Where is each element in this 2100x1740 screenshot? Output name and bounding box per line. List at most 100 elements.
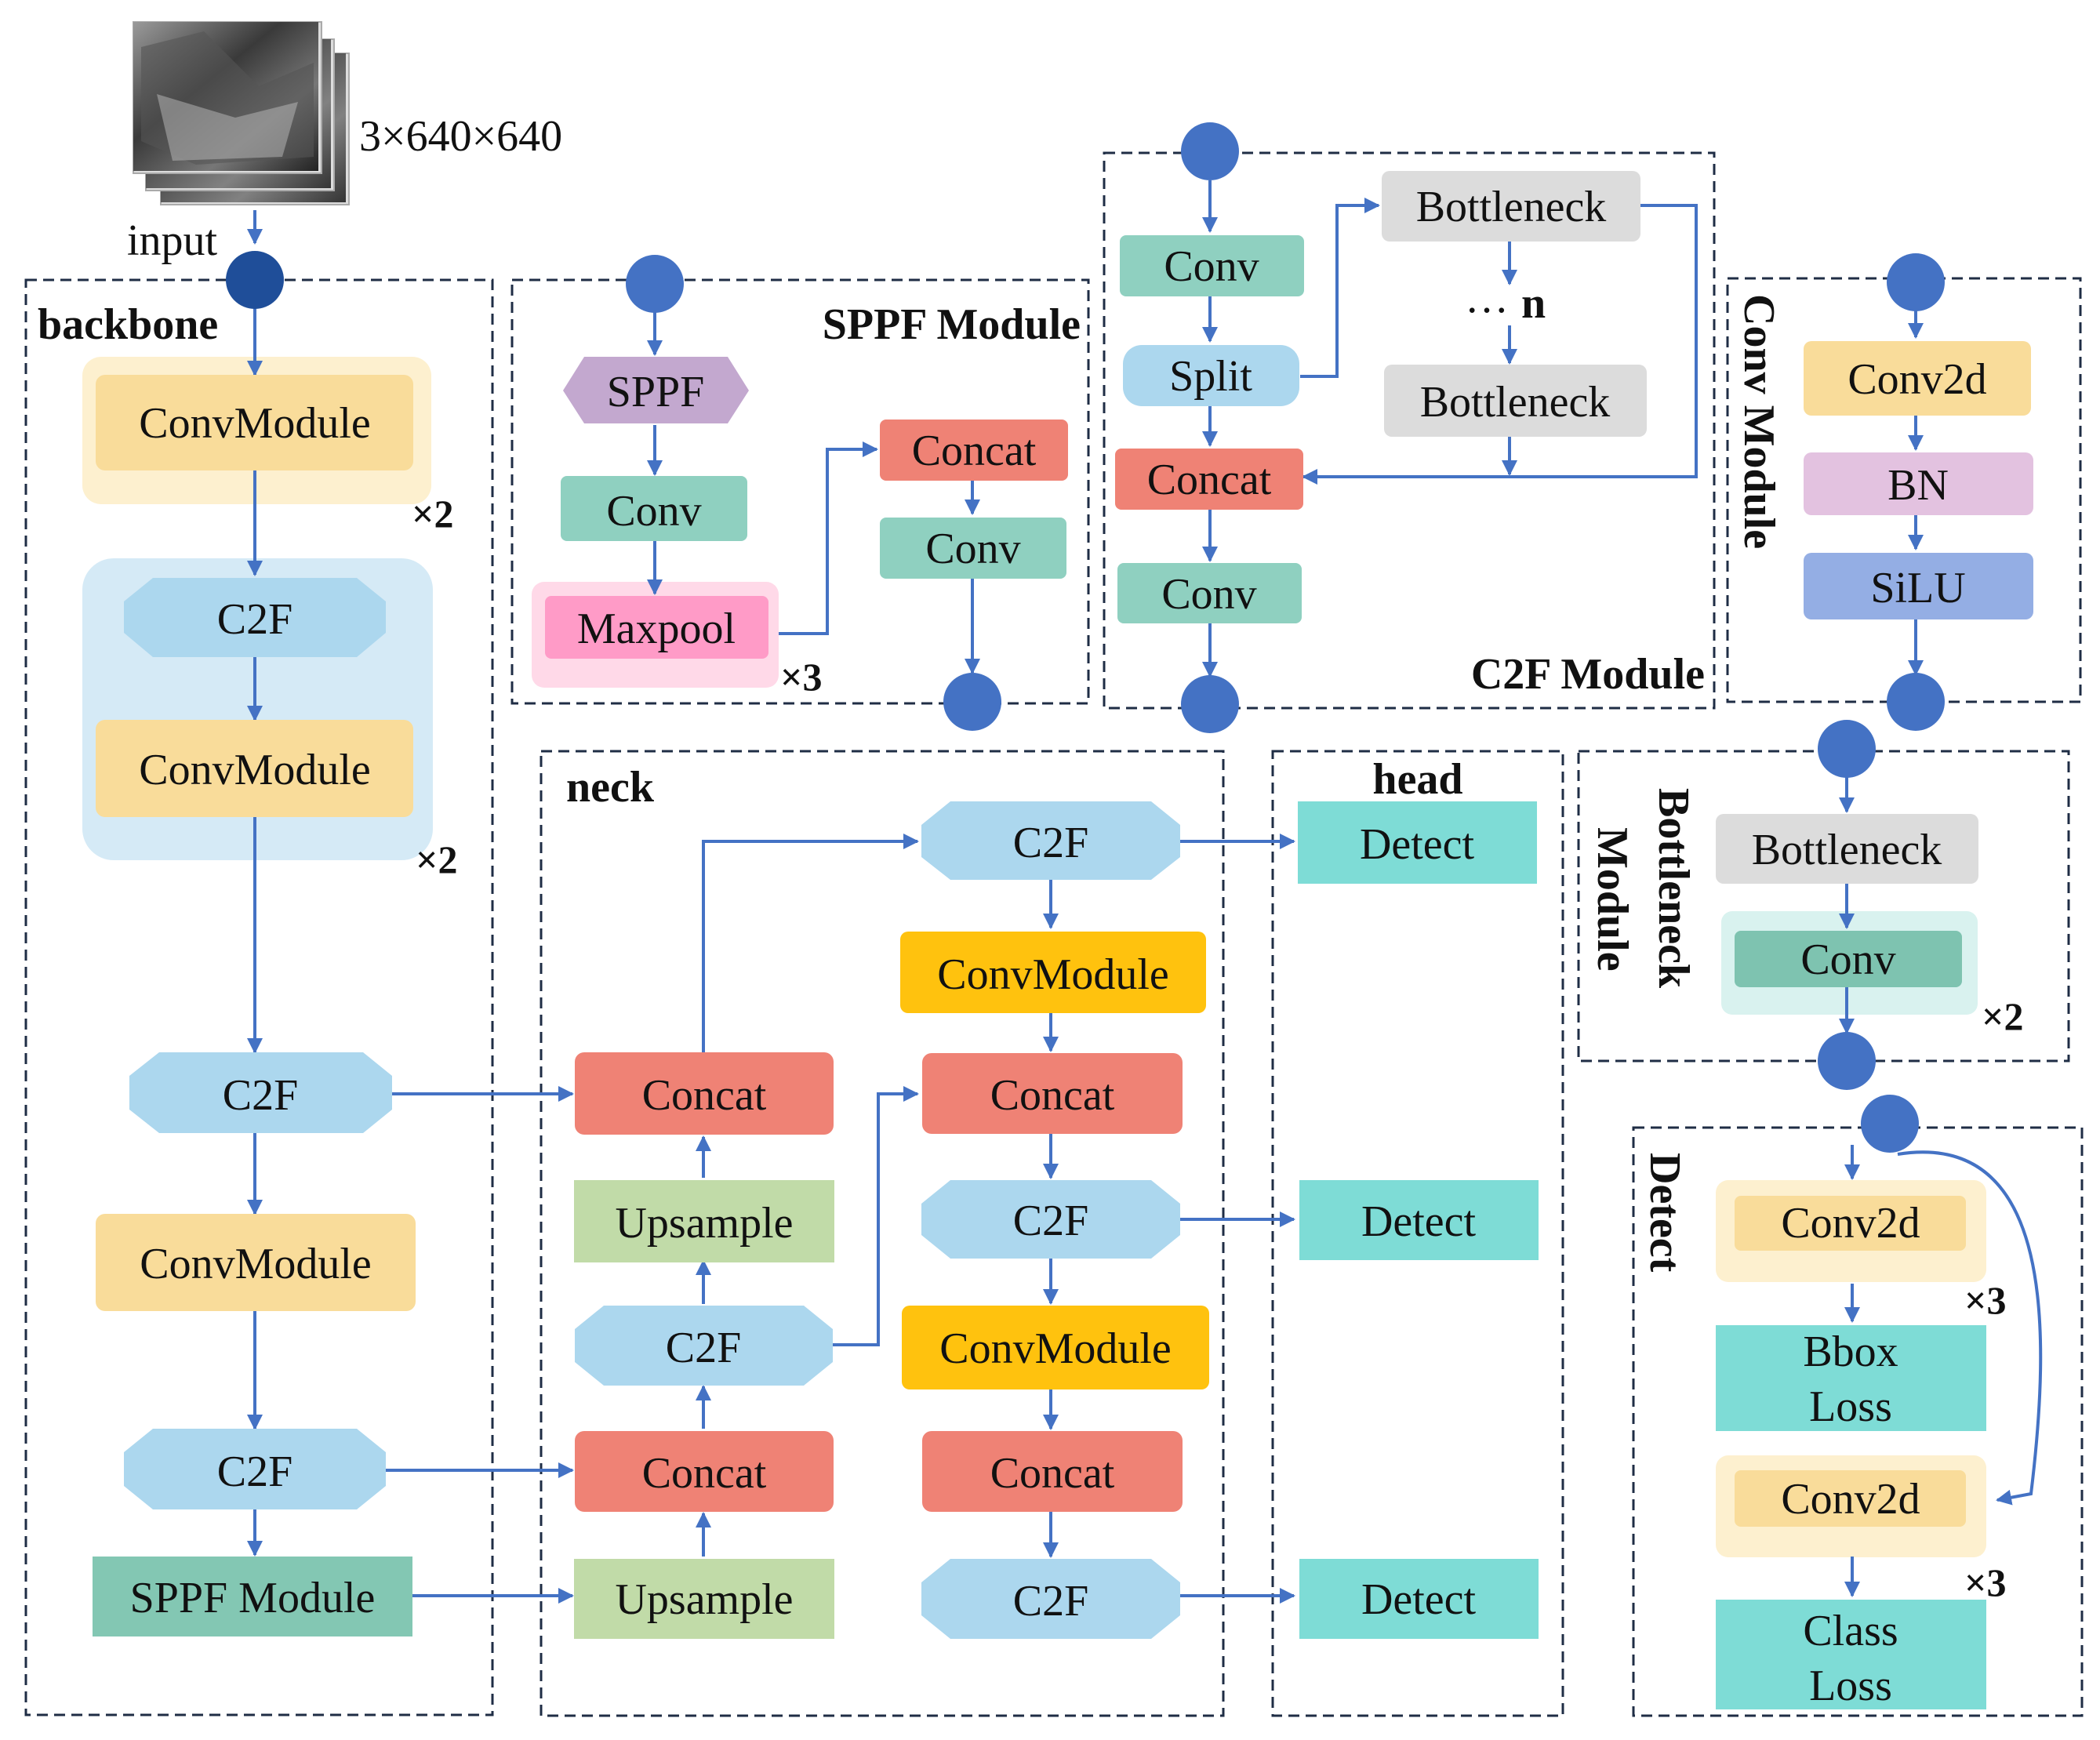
detect-class-loss-line2: Loss — [1809, 1662, 1892, 1710]
neck-upsample-2-block — [574, 1559, 834, 1639]
sppf-maxpool-label: Maxpool — [577, 605, 736, 653]
neck-conv-module-2-label: ConvModule — [939, 1324, 1172, 1373]
bottleneck-module-title-line2: Module — [1588, 827, 1637, 972]
sppf-module-title: SPPF Module — [823, 300, 1081, 349]
conv-module-silu-block — [1804, 553, 2033, 619]
backbone-conv-module-2-block — [96, 720, 413, 817]
input-image-stack — [133, 21, 350, 205]
neck-upsample-1-block — [574, 1180, 834, 1262]
neck-concat-1-label: Concat — [642, 1071, 767, 1120]
input-label: input — [127, 216, 218, 265]
c2f-split-label: Split — [1169, 352, 1252, 401]
backbone-c2f-3-label: C2F — [217, 1448, 293, 1496]
conv-module-silu-label: SiLU — [1870, 564, 1965, 612]
neck-upsample-2-label: Upsample — [615, 1575, 793, 1624]
detect-bbox-loss-line2: Loss — [1809, 1382, 1892, 1431]
detect-class-loss-block — [1716, 1600, 1986, 1709]
neck-c2f-1-label: C2F — [666, 1324, 742, 1372]
backbone-c2f-2-block — [129, 1052, 392, 1133]
c2f-bottleneck-2-block — [1384, 365, 1647, 437]
neck-c2f-top-label: C2F — [1013, 819, 1089, 867]
bottleneck-out-node — [1818, 1032, 1876, 1090]
neck-conv-module-1-block — [900, 932, 1206, 1013]
conv-module-conv2d-block — [1804, 341, 2031, 416]
conv-module-conv2d-label: Conv2d — [1847, 355, 1986, 404]
detect-bbox-loss-block — [1716, 1325, 1986, 1431]
c2f-n-label: n — [1521, 279, 1546, 328]
sppf-out-node — [943, 673, 1001, 731]
sppf-maxpool-block — [545, 596, 768, 659]
bottleneck-module-title-line1: Bottleneck — [1649, 788, 1698, 989]
head-frame — [1271, 750, 1564, 1717]
bottleneck-module-conv-block — [1735, 931, 1962, 987]
sppf-concat-label: Concat — [912, 427, 1037, 475]
head-detect-2-label: Detect — [1361, 1197, 1477, 1246]
c2f-in-node — [1181, 122, 1239, 180]
conv-out-node — [1887, 673, 1945, 731]
conv-module-bn-block — [1804, 452, 2033, 515]
neck-concat-4-label: Concat — [990, 1449, 1115, 1498]
c2f-conv-2-block — [1117, 563, 1302, 623]
neck-c2f-top-block — [921, 801, 1180, 880]
detect-rep-2: ×3 — [1964, 1560, 2007, 1604]
sppf-concat-block — [880, 420, 1068, 481]
head-detect-3-label: Detect — [1361, 1575, 1477, 1624]
neck-concat-2-block — [575, 1431, 834, 1512]
neck-conv-module-2-block — [902, 1306, 1209, 1389]
conv-in-node — [1887, 253, 1945, 311]
detect-conv2d-1-block — [1735, 1196, 1966, 1251]
conv-module-bn-label: BN — [1887, 461, 1949, 510]
sppf-hex-label: SPPF — [607, 368, 705, 416]
sppf-conv-1-label: Conv — [606, 487, 701, 536]
head-detect-3-block — [1299, 1559, 1539, 1639]
c2f-module-frame — [1103, 151, 1716, 710]
detect-conv2d-2-label: Conv2d — [1781, 1475, 1920, 1524]
backbone-c2f-2-label: C2F — [223, 1071, 299, 1120]
neck-conv-module-1-label: ConvModule — [937, 950, 1169, 999]
backbone-conv-module-3-block — [96, 1214, 416, 1311]
backbone-c2f-1-label: C2F — [217, 595, 293, 644]
c2f-concat-label: Concat — [1147, 456, 1272, 504]
detect-module-title: Detect — [1640, 1153, 1689, 1273]
backbone-sppf-block — [93, 1557, 412, 1636]
detect-bbox-loss-line1: Bbox — [1803, 1328, 1898, 1376]
bottleneck-module-rep: ×2 — [1982, 994, 2024, 1038]
detect-rep-1: ×3 — [1964, 1278, 2007, 1322]
detect-frame — [1632, 1126, 2084, 1717]
sppf-in-node — [626, 255, 684, 313]
backbone-c2f-1-block — [124, 578, 386, 657]
bottleneck-in-node — [1818, 720, 1876, 778]
detect-conv2d-2-block — [1735, 1470, 1966, 1527]
c2f-dots: … — [1465, 274, 1509, 322]
detect-class-loss-line1: Class — [1803, 1607, 1898, 1655]
sppf-module-frame — [510, 278, 1090, 705]
input-node — [226, 251, 284, 309]
detect-in-node — [1861, 1095, 1919, 1153]
sppf-conv-2-block — [880, 518, 1066, 579]
neck-concat-3-label: Concat — [990, 1071, 1115, 1120]
c2f-module-title: C2F Module — [1471, 650, 1705, 699]
backbone-conv-module-2-label: ConvModule — [139, 746, 371, 794]
head-title: head — [1372, 755, 1462, 804]
neck-c2f-bottom-label: C2F — [1013, 1577, 1089, 1626]
bottleneck-module-bottleneck-block — [1716, 814, 1978, 884]
input-dims: 3×640×640 — [359, 112, 562, 161]
c2f-conv-2-label: Conv — [1161, 570, 1256, 619]
neck-concat-1-block — [575, 1052, 834, 1135]
neck-c2f-mid-block — [921, 1180, 1180, 1259]
c2f-bottleneck-2-label: Bottleneck — [1420, 378, 1611, 427]
c2f-split-block — [1123, 345, 1299, 406]
sppf-conv-2-label: Conv — [925, 525, 1020, 573]
backbone-rep-1: ×2 — [412, 492, 454, 536]
sppf-maxpool-rep: ×3 — [780, 655, 823, 699]
neck-frame — [540, 750, 1225, 1717]
c2f-bottleneck-1-label: Bottleneck — [1416, 183, 1607, 231]
backbone-title: backbone — [38, 300, 218, 349]
detect-conv2d-1-label: Conv2d — [1781, 1199, 1920, 1248]
c2f-out-node — [1181, 675, 1239, 733]
backbone-conv-module-1-block — [96, 375, 413, 470]
c2f-conv-1-block — [1120, 235, 1304, 296]
conv-module-title: Conv Module — [1735, 294, 1783, 549]
sppf-hex-block — [563, 357, 749, 423]
